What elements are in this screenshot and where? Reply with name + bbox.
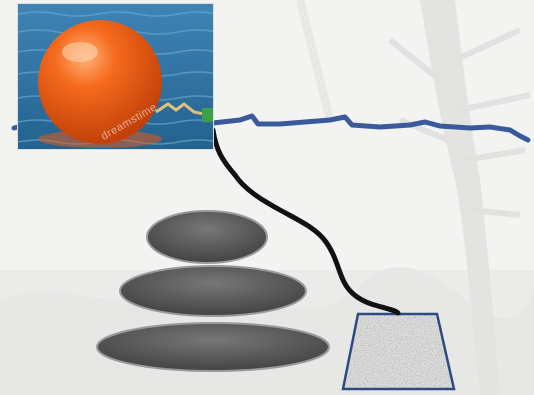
stone-stack: [97, 211, 329, 371]
stone-middle: [120, 266, 306, 316]
stone-top: [147, 211, 267, 263]
stone-bottom: [97, 323, 329, 371]
buoy-photo: dreamstime: [17, 3, 214, 150]
buoy: [38, 20, 162, 144]
